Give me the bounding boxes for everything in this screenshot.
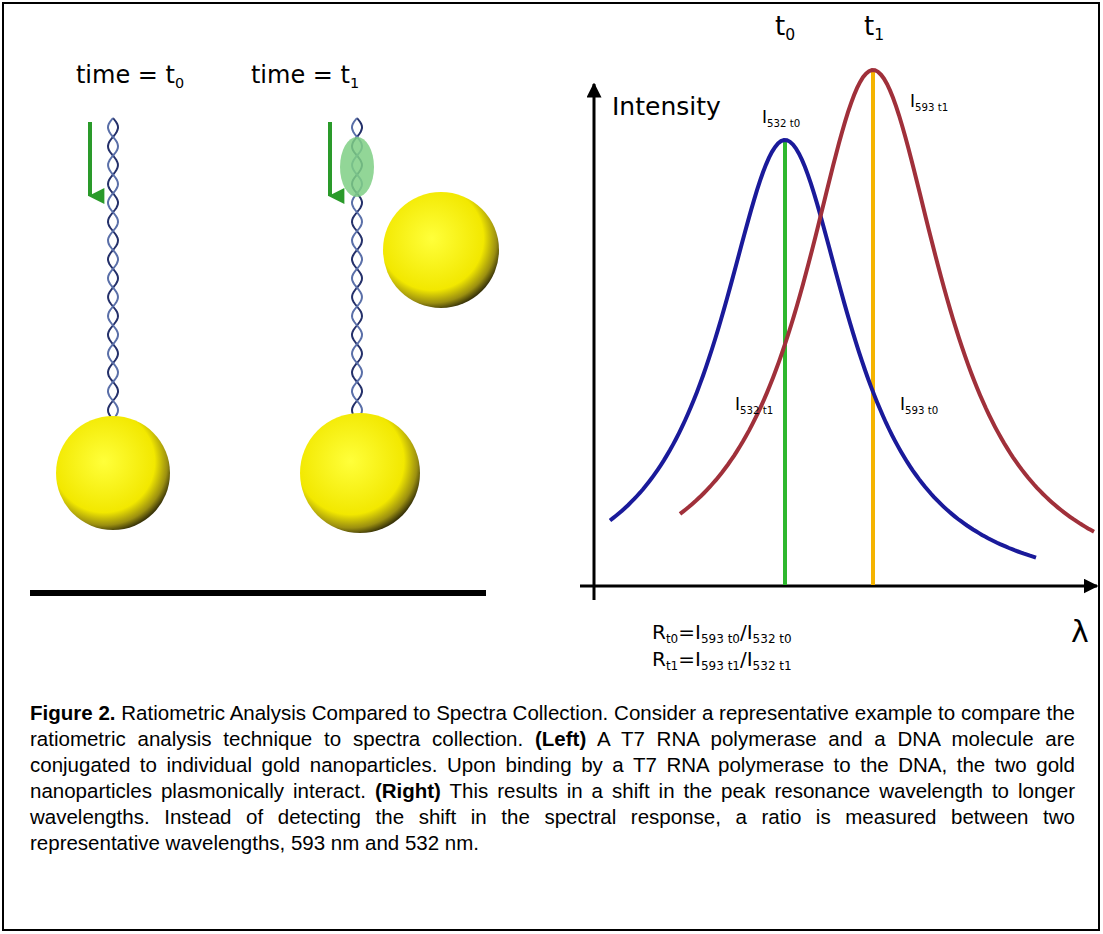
marker-line-593 xyxy=(871,70,875,585)
dna-strand xyxy=(108,118,118,418)
time-label: time = t1 xyxy=(251,62,359,88)
intensity-label: I593 t0 xyxy=(900,395,938,414)
intensity-label: I532 t1 xyxy=(735,395,773,414)
direction-arrow xyxy=(328,122,332,196)
intensity-label: I532 t0 xyxy=(762,108,800,127)
nanoparticle xyxy=(383,192,499,308)
x-axis xyxy=(580,585,1097,588)
time-marker: t1 xyxy=(864,12,884,41)
time-label: time = t0 xyxy=(76,62,184,88)
polymerase xyxy=(340,137,374,197)
spectrum-t1 xyxy=(680,70,1094,532)
marker-line-532 xyxy=(783,140,787,585)
axis-title: λ xyxy=(1071,615,1089,648)
dna-strands xyxy=(108,118,362,418)
ratio-formula: Rt0=I593 t0/I532 t0 xyxy=(652,621,792,643)
nanoparticle xyxy=(56,416,170,530)
frame xyxy=(3,3,1099,930)
intensity-label: I593 t1 xyxy=(910,92,948,111)
ratio-formula: Rt1=I593 t1/I532 t1 xyxy=(652,648,792,670)
axis-title: Intensity xyxy=(612,93,721,121)
y-axis xyxy=(593,84,596,600)
dna-strand xyxy=(108,118,118,418)
substrate xyxy=(30,590,486,596)
nanoparticle xyxy=(300,413,420,533)
figure-caption: Figure 2. Ratiometric Analysis Compared … xyxy=(30,700,1075,856)
direction-arrow xyxy=(88,122,92,196)
time-marker: t0 xyxy=(775,12,795,41)
